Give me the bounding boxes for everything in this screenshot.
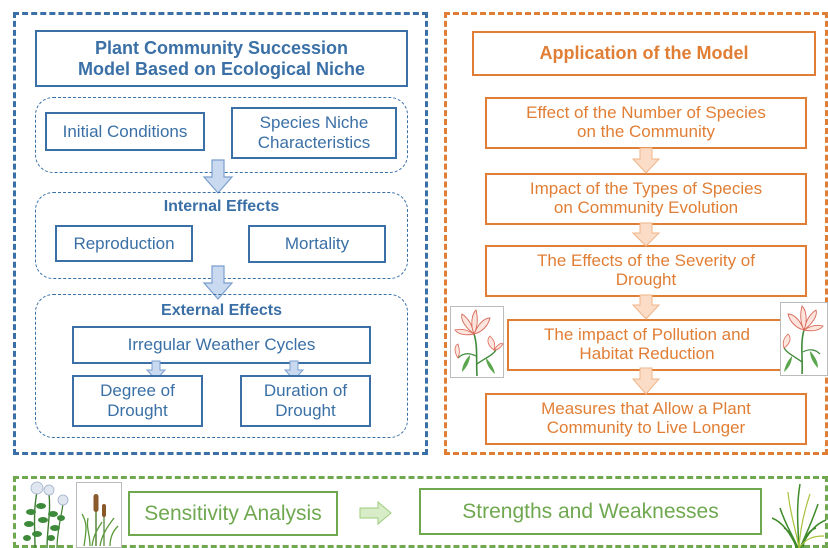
reproduction-box: Reproduction: [55, 225, 193, 262]
application-item-line2: on the Community: [577, 122, 715, 141]
application-panel: [444, 12, 828, 455]
application-item: Effect of the Number of Species on the C…: [485, 97, 807, 149]
external-effects-heading: External Effects: [161, 302, 282, 319]
application-item: Measures that Allow a Plant Community to…: [485, 393, 807, 445]
species-niche-line2: Characteristics: [257, 133, 371, 152]
internal-effects-heading: Internal Effects: [163, 198, 280, 215]
initial-conditions-box: Initial Conditions: [45, 112, 205, 151]
application-item: Impact of the Types of Species on Commun…: [485, 173, 807, 225]
strengths-weaknesses-label: Strengths and Weaknesses: [462, 499, 719, 523]
arrow-down-icon: [631, 147, 661, 174]
cattail-plant-icon: [76, 482, 122, 548]
duration-of-drought-box: Duration of Drought: [240, 375, 371, 427]
application-item: The impact of Pollution and Habitat Redu…: [507, 319, 787, 371]
arrow-down-icon: [631, 294, 661, 320]
model-panel: [13, 12, 428, 455]
application-item-line2: Community to Live Longer: [546, 418, 746, 437]
model-title-line1: Plant Community Succession: [94, 37, 349, 58]
wildflower-plant-icon: [23, 481, 69, 548]
application-title-box: Application of the Model: [472, 31, 816, 76]
application-item-line1: Measures that Allow a Plant: [541, 399, 751, 419]
mortality-label: Mortality: [284, 234, 350, 254]
degree-of-drought-box: Degree of Drought: [72, 375, 203, 427]
arrow-down-icon: [202, 159, 234, 194]
application-item-line1: The impact of Pollution and: [543, 325, 750, 345]
application-title: Application of the Model: [539, 42, 749, 63]
initial-conditions-label: Initial Conditions: [62, 121, 188, 141]
weather-cycles-label: Irregular Weather Cycles: [127, 335, 316, 355]
sensitivity-analysis-label: Sensitivity Analysis: [144, 501, 322, 525]
reproduction-label: Reproduction: [73, 233, 175, 253]
application-item-line2: on Community Evolution: [553, 198, 739, 217]
species-niche-box: Species Niche Characteristics: [231, 107, 397, 159]
strengths-weaknesses-box: Strengths and Weaknesses: [419, 488, 762, 535]
arrow-down-icon: [631, 367, 661, 395]
mortality-box: Mortality: [248, 225, 386, 263]
model-title-line2: Model Based on Ecological Niche: [77, 58, 366, 79]
weather-cycles-box: Irregular Weather Cycles: [72, 326, 371, 364]
evaluation-panel: [13, 476, 828, 548]
sensitivity-analysis-box: Sensitivity Analysis: [128, 491, 338, 536]
grass-plant-icon: [771, 483, 827, 548]
application-item: The Effects of the Severity of Drought: [485, 245, 807, 297]
application-item-line2: Habitat Reduction: [579, 344, 715, 363]
model-title-box: Plant Community Succession Model Based o…: [35, 30, 408, 87]
application-item-line1: Impact of the Types of Species: [529, 179, 763, 199]
application-item-line1: Effect of the Number of Species: [526, 103, 766, 123]
external-effects-group: [35, 294, 408, 438]
degree-line2: Drought: [107, 401, 168, 420]
lily-flower-icon: [450, 306, 504, 378]
duration-line1: Duration of: [263, 381, 348, 401]
duration-line2: Drought: [275, 401, 336, 420]
species-niche-line1: Species Niche: [259, 113, 369, 133]
arrow-down-icon: [631, 222, 661, 247]
application-item-line1: The Effects of the Severity of: [537, 251, 755, 271]
application-item-line2: Drought: [615, 270, 677, 289]
lily-flower-icon: [780, 302, 828, 376]
degree-line1: Degree of: [100, 381, 175, 401]
arrow-right-icon: [359, 500, 392, 526]
arrow-down-icon: [202, 265, 234, 300]
